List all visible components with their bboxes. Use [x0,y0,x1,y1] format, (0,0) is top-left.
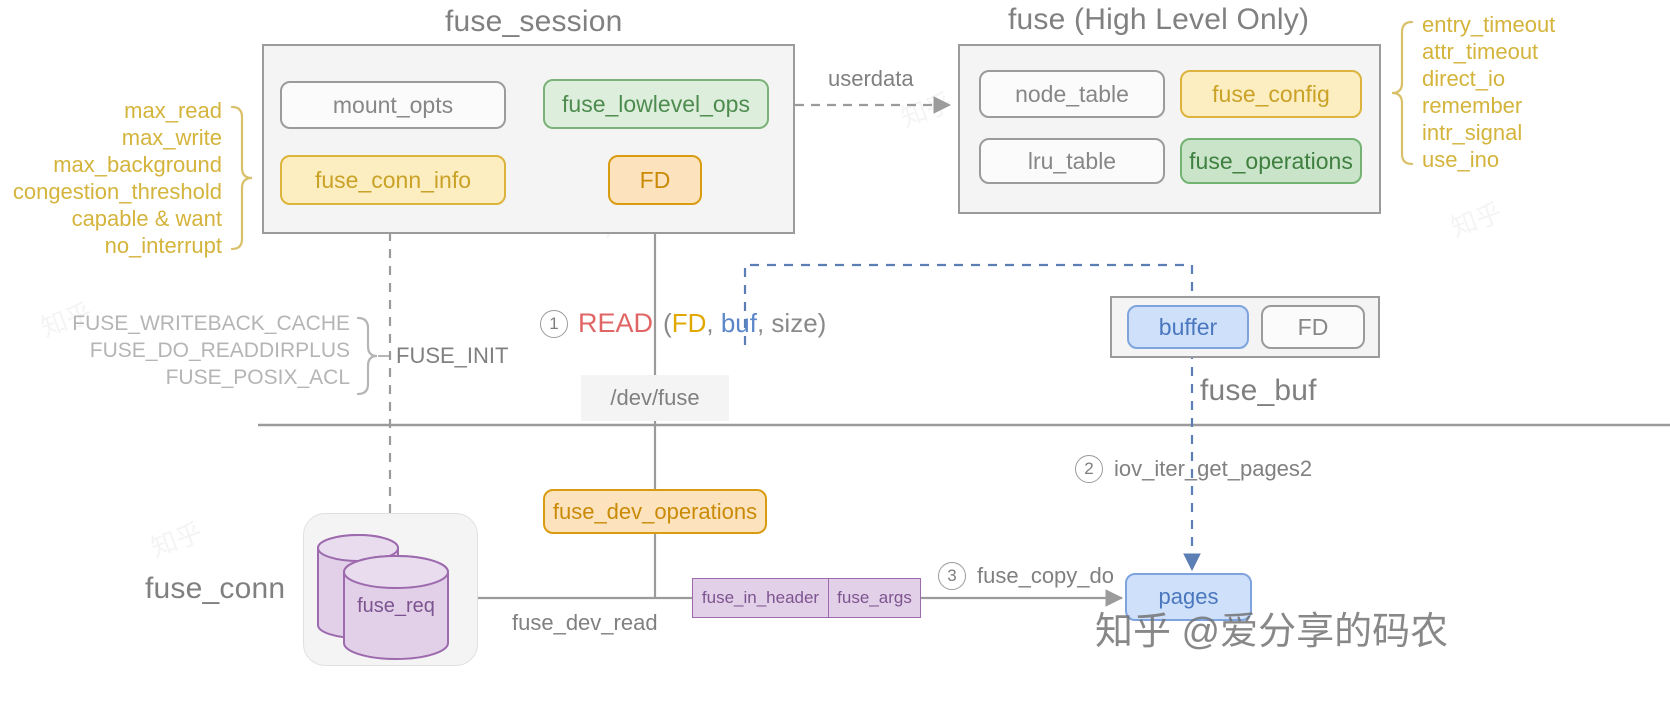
node-fuse-in-header[interactable]: fuse_in_header [692,578,829,618]
paren-open: ( [663,308,672,338]
page-title-fuse-high-level: fuse (High Level Only) [1008,3,1310,36]
node-dev-fuse[interactable]: /dev/fuse [581,375,729,421]
step-3-label: fuse_copy_do [977,563,1114,588]
annotation-list-fuse-conn-info: max_read max_write max_background conges… [0,97,222,259]
step-badge-2: 2 [1075,455,1103,483]
annotation-item: remember [1422,93,1523,118]
node-node-table[interactable]: node_table [979,70,1165,118]
node-fuse-args[interactable]: fuse_args [829,578,921,618]
node-pages[interactable]: pages [1125,573,1252,621]
arg-sep: , [706,308,721,338]
annotation-item: direct_io [1422,66,1506,91]
step-3-fuse-copy-do: 3 fuse_copy_do [938,562,1114,590]
node-lru-table[interactable]: lru_table [979,138,1165,184]
annotation-item: max_background [53,152,222,177]
annotation-item: entry_timeout [1422,12,1556,37]
page-title-fuse-session: fuse_session [445,5,623,38]
annotation-item: capable & want [71,206,222,231]
annotation-list-fuse-init-flags: FUSE_WRITEBACK_CACHE FUSE_DO_READDIRPLUS… [60,310,350,391]
annotation-item: use_ino [1422,147,1500,172]
step-1-args: (FD, buf, size) [663,308,826,339]
annotation-item: attr_timeout [1422,39,1539,64]
annotation-item: FUSE_POSIX_ACL [165,366,350,389]
node-fuse-config[interactable]: fuse_config [1180,70,1362,118]
node-fuse-lowlevel-ops[interactable]: fuse_lowlevel_ops [543,79,769,129]
annotation-item: max_read [124,98,222,123]
annotation-item: FUSE_DO_READDIRPLUS [89,339,350,362]
node-fuse-conn-info[interactable]: fuse_conn_info [280,155,506,205]
page-title-fuse-buf: fuse_buf [1200,374,1317,407]
edge-label-userdata: userdata [828,66,914,91]
step-1-label: READ [578,308,654,338]
edge-label-fuse-dev-read: fuse_dev_read [512,610,658,635]
step-2-label: iov_iter_get_pages2 [1114,456,1313,481]
arg-buf: buf [720,308,757,338]
node-fd-buf[interactable]: FD [1261,305,1365,349]
annotation-item: no_interrupt [104,233,222,258]
step-2-iov-iter-get-pages2: 2 iov_iter_get_pages2 [1075,455,1312,483]
node-fuse-operations[interactable]: fuse_operations [1180,138,1362,184]
step-badge-1: 1 [540,309,568,338]
node-mount-opts[interactable]: mount_opts [280,81,506,129]
node-fd-session[interactable]: FD [608,155,702,205]
edge-label-fuse-init: FUSE_INIT [396,343,509,368]
annotation-item: FUSE_WRITEBACK_CACHE [72,312,350,335]
annotation-list-fuse-config: entry_timeout attr_timeout direct_io rem… [1422,11,1555,173]
step-badge-3: 3 [938,562,966,590]
node-fuse-request-struct: fuse_in_header fuse_args [692,578,921,618]
node-buffer[interactable]: buffer [1127,305,1249,349]
page-title-fuse-conn: fuse_conn [145,572,286,605]
arg-size: , size) [756,308,827,338]
node-fuse-req[interactable]: fuse_req [357,595,435,617]
arg-fd: FD [671,308,707,338]
watermark: 知乎 @爱分享的码农 [1095,611,1449,653]
step-1-read: 1 READ (FD, buf, size) [540,308,826,339]
annotation-item: max_write [121,125,222,150]
annotation-item: congestion_threshold [12,179,222,204]
annotation-item: intr_signal [1422,120,1523,145]
node-fuse-dev-operations[interactable]: fuse_dev_operations [543,489,767,534]
